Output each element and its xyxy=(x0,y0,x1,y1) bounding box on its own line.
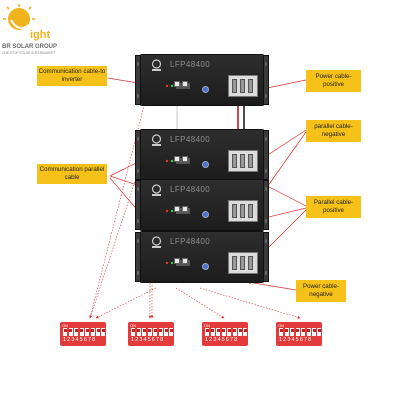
label-comm-parallel: Communication parallel cable xyxy=(37,164,107,184)
dip-switch-3: ON 12345678 xyxy=(202,322,248,346)
dip-numbers: 12345678 xyxy=(205,337,239,343)
battery-model: LFP48400 xyxy=(170,185,211,194)
label-power-positive: Power cable-positive xyxy=(306,70,361,92)
battery-module-2: LFP48400 xyxy=(135,130,269,180)
dip-switch-2: ON 12345678 xyxy=(128,322,174,346)
dip-on-label: ON xyxy=(278,323,284,328)
power-button xyxy=(202,211,209,218)
label-parallel-negative: parallel cable-negative xyxy=(306,120,361,142)
power-button xyxy=(202,86,209,93)
dip-numbers: 12345678 xyxy=(279,337,313,343)
comm-port xyxy=(174,156,180,162)
power-button xyxy=(202,161,209,168)
dip-on-label: ON xyxy=(204,323,210,328)
dip-numbers: 12345678 xyxy=(131,337,165,343)
comm-port xyxy=(182,81,188,87)
svg-text:ight: ight xyxy=(30,29,50,41)
comm-port xyxy=(182,156,188,162)
label-comm-inverter: Communication cable-to inverter xyxy=(37,66,107,86)
battery-module-4: LFP48400 xyxy=(135,232,269,282)
terminal-block xyxy=(228,252,258,274)
comm-port xyxy=(174,81,180,87)
dip-on-label: ON xyxy=(62,323,68,328)
battery-model: LFP48400 xyxy=(170,60,211,69)
terminal-block xyxy=(228,200,258,222)
battery-module-3: LFP48400 xyxy=(135,180,269,230)
terminal-block xyxy=(228,75,258,97)
logo-tagline: ONE-STOP SOLAR SUPERMARKET xyxy=(2,51,56,55)
label-power-negative: Power cable-negative xyxy=(296,280,346,302)
logo-company-name: BR SOLAR GROUP xyxy=(2,44,58,50)
terminal-block xyxy=(228,150,258,172)
power-button xyxy=(202,263,209,270)
battery-model: LFP48400 xyxy=(170,237,211,246)
label-parallel-positive: Parallel cable-positive xyxy=(306,196,361,218)
comm-port xyxy=(182,206,188,212)
comm-port xyxy=(174,206,180,212)
dip-switch-1: ON 12345678 xyxy=(60,322,106,346)
brand-icon xyxy=(151,59,162,71)
dip-on-label: ON xyxy=(130,323,136,328)
brand-icon xyxy=(151,134,162,146)
battery-model: LFP48400 xyxy=(170,135,211,144)
dip-switch-4: ON 12345678 xyxy=(276,322,322,346)
comm-port xyxy=(182,258,188,264)
battery-module-1: LFP48400 xyxy=(135,55,269,105)
brand-icon xyxy=(151,184,162,196)
br-solar-logo: ight xyxy=(3,4,50,41)
dip-numbers: 12345678 xyxy=(63,337,97,343)
comm-port xyxy=(174,258,180,264)
brand-icon xyxy=(151,236,162,248)
